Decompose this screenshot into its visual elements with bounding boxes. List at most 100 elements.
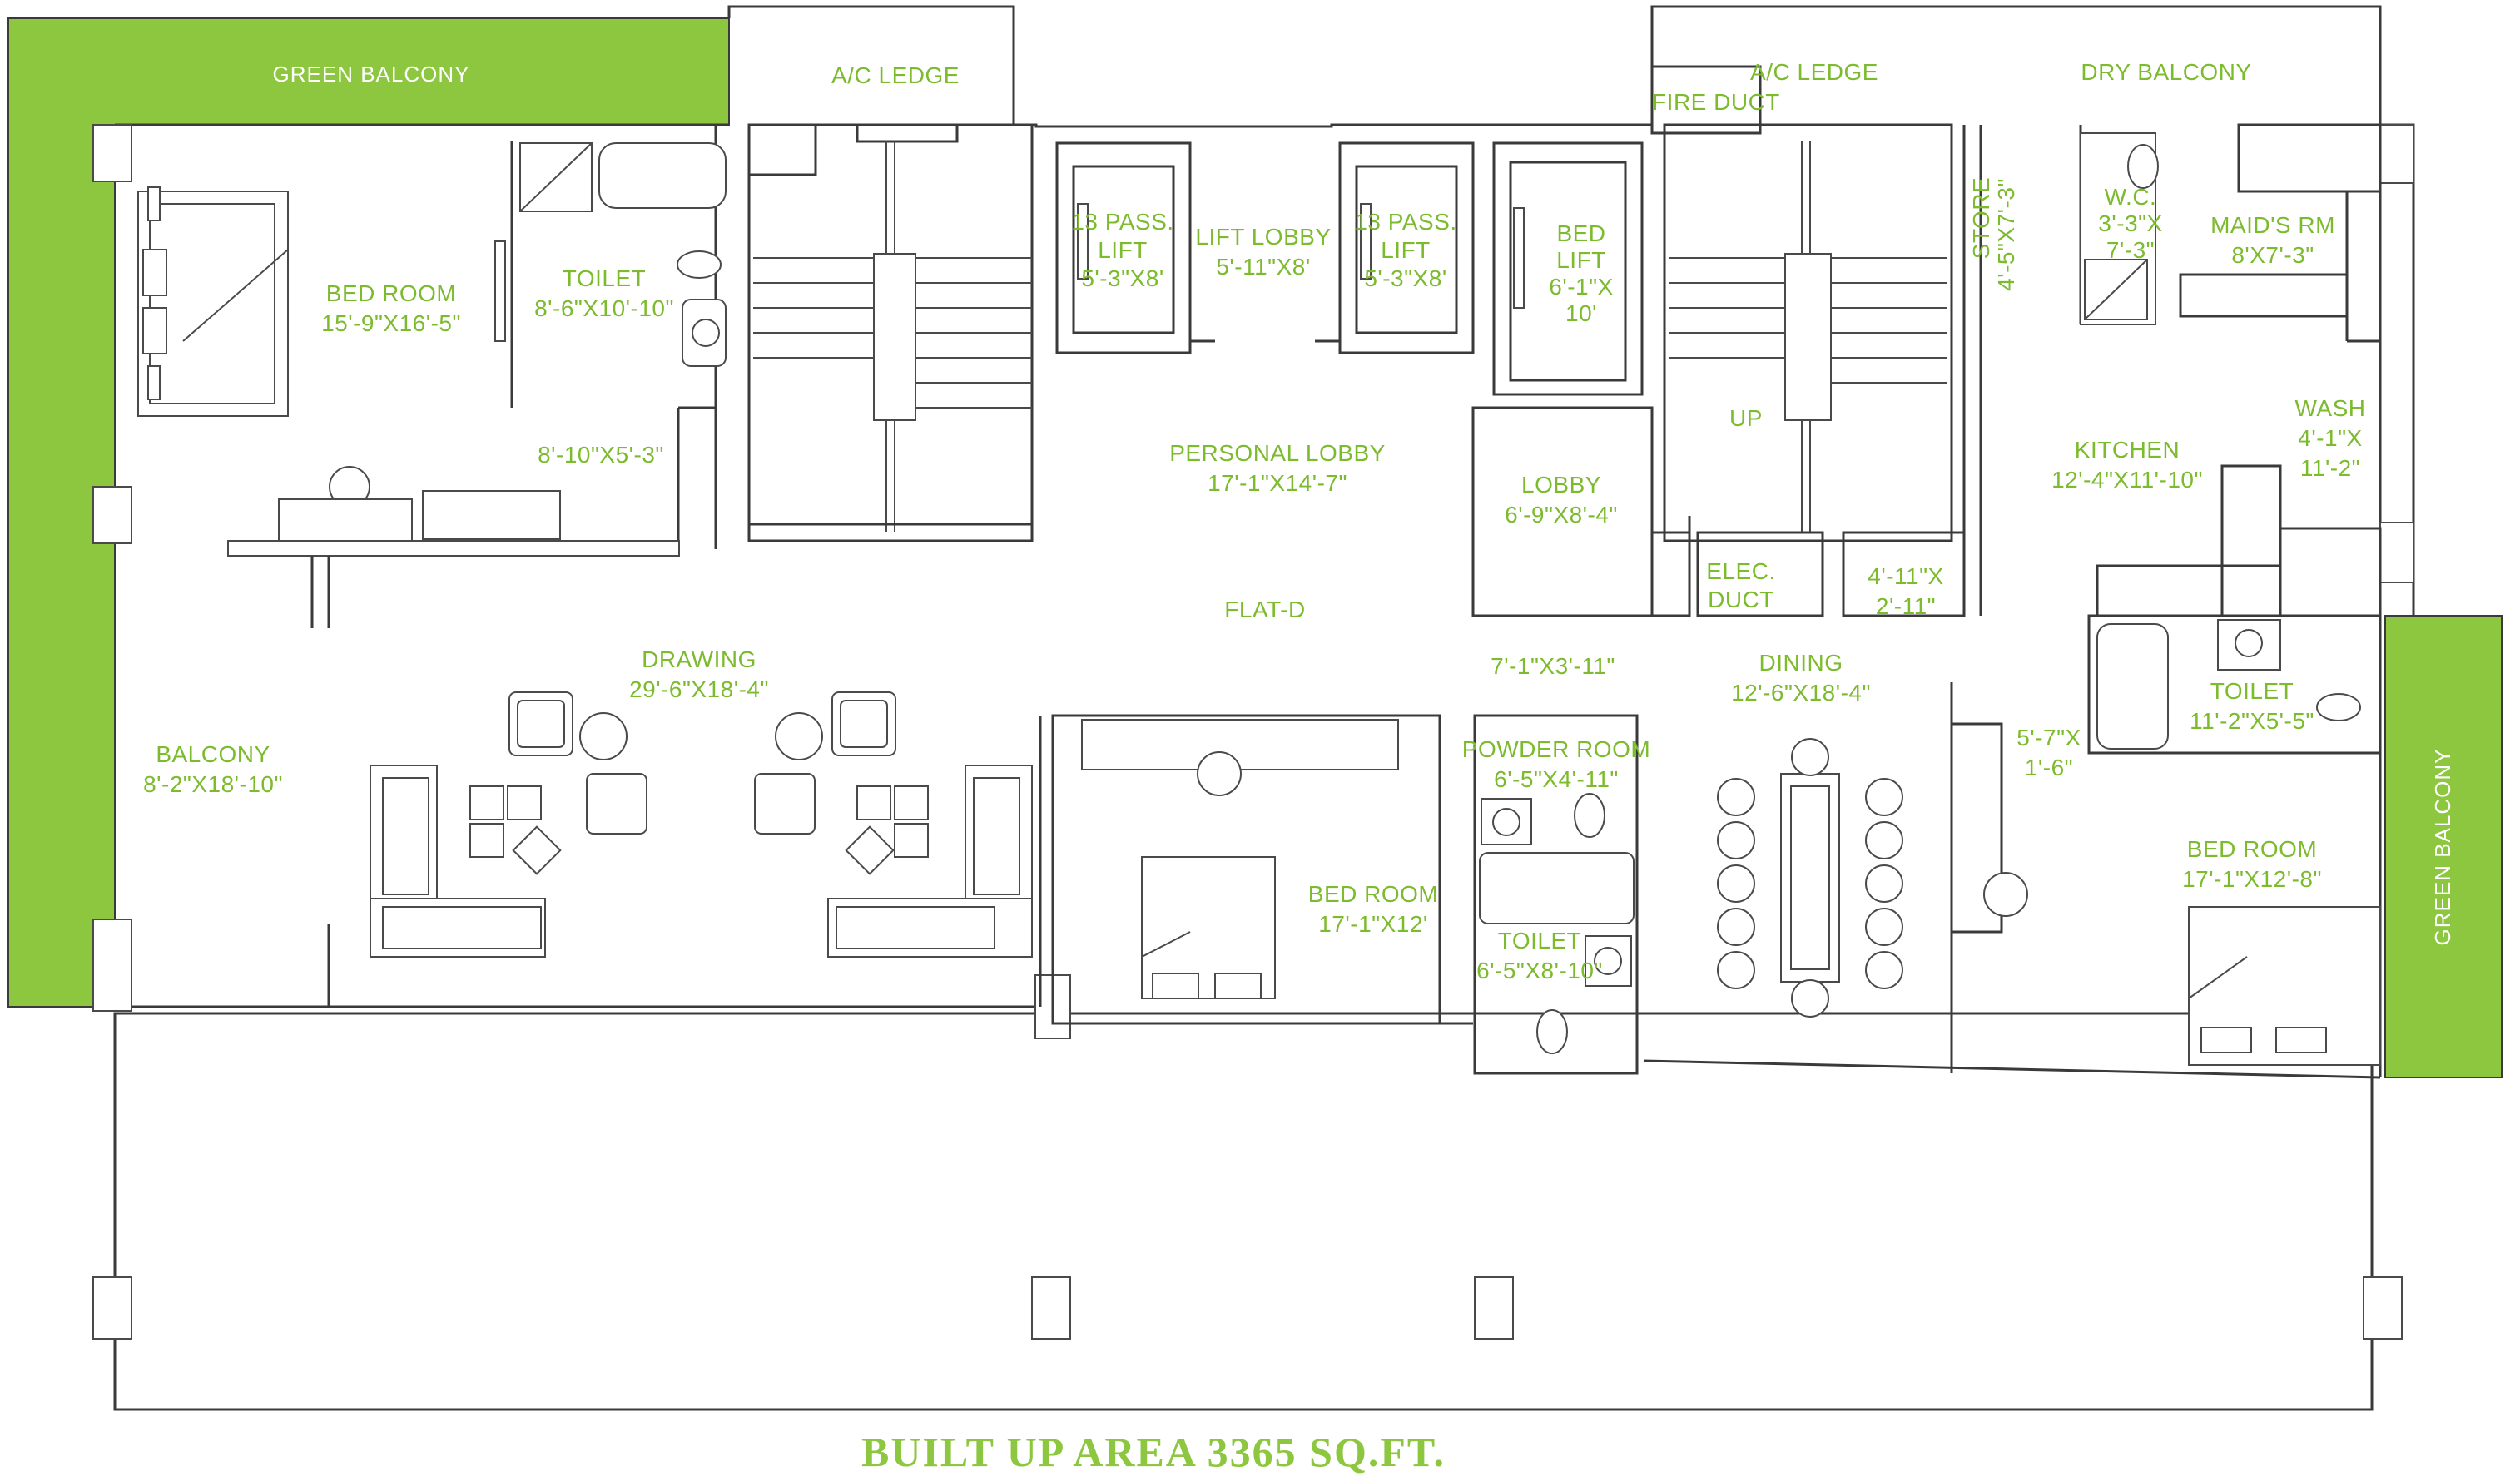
column [2379,522,2414,583]
chair-icon [1197,751,1242,796]
column [92,124,132,182]
outer-wall [727,5,2415,616]
wc-icon [677,250,722,279]
green-balcony-top-label: GREEN BALCONY [273,62,470,87]
wc-icon [1536,1009,1568,1054]
ac-ledge-right-label: A/C LEDGE [1750,59,1878,85]
lift-lobby-name: LIFT LOBBY [1195,224,1331,250]
bedroom-3-size: 17'-1"X12'-8" [2182,866,2322,892]
maid-room-size: 8'X7'-3" [2231,242,2314,268]
column [1031,1276,1071,1340]
elec-duct [1696,531,1824,617]
personal-lobby-name: PERSONAL LOBBY [1169,440,1386,466]
kitchen-name: KITCHEN [2075,437,2180,463]
armchair-icon [754,773,816,835]
kitchen-counter [2096,564,2282,617]
bed-lift-shaft [1492,141,1644,396]
lift-1-line-2: LIFT [1098,237,1148,263]
toilet-1-size: 8'-6"X10'-10" [534,295,674,321]
sofa-left [370,765,546,958]
drawing-size: 29'-6"X18'-4" [629,676,769,702]
toilet-3-size: 11'-2"X5'-5" [2190,708,2314,734]
maid-bed [2237,123,2382,193]
powder-room-name: POWDER ROOM [1462,736,1650,762]
lift-2-line-2: LIFT [1381,237,1431,263]
personal-lobby-size: 17'-1"X14'-7" [1208,470,1347,496]
drawing-name: DRAWING [642,646,756,672]
toilet-3-name: TOILET [2210,678,2294,704]
lobby-size: 6'-9"X8'-4" [1505,502,1618,528]
bathtub [2096,623,2169,750]
dry-balcony-label: DRY BALCONY [2081,59,2251,85]
toilet-2-size: 6'-5"X8'-10" [1476,958,1603,983]
chair-icon [1983,872,2028,917]
lift-1-line-3: 5'-3"X8' [1081,265,1163,291]
lift-shaft-2 [1338,141,1475,354]
elec-duct-line-2: DUCT [1708,587,1774,612]
terrace-outline [113,1012,2374,1411]
powder-toilet-block [1473,714,1639,1075]
wash-line-2: 4'-1"X [2298,425,2362,451]
closet-line-1: 5'-7"X [2016,725,2081,750]
lift-lobby-size: 5'-11"X8' [1216,254,1310,280]
lift-shaft-1 [1055,141,1192,354]
bathtub [598,142,727,209]
elec-duct-line-1: ELEC. [1706,558,1775,584]
built-up-area-title: BUILT UP AREA 3365 SQ.FT. [861,1429,1446,1475]
column [2363,1276,2403,1340]
dining-chairs [1717,738,1903,1018]
kitchen-size: 12'-4"X11'-10" [2051,467,2203,493]
stair-treads [1669,141,1947,532]
wardrobe-icon [1081,719,1399,770]
green-balcony-right-label: GREEN BALCONY [2430,749,2455,946]
bedroom-2-name: BED ROOM [1308,881,1438,907]
wash-line-1: WASH [2295,395,2366,421]
bed-lift-line-4: 10' [1565,300,1597,326]
column [92,486,132,544]
partition [227,540,680,557]
armchair-icon [586,773,647,835]
bedroom-1-size: 15'-9"X16'-5" [321,310,461,336]
balcony-size: 8'-2"X18'-10" [143,771,283,797]
ac-ledge-left-label: A/C LEDGE [831,62,960,88]
bedroom-1-name: BED ROOM [326,280,456,306]
desk-icon [422,490,561,540]
dresser-icon [278,498,413,542]
shaft-line-1: 4'-11"X [1868,563,1943,589]
lift-1-line-1: 13 PASS. [1071,209,1173,235]
column [92,919,132,1012]
staircase-right [1663,123,1953,542]
wc-icon [2316,693,2361,721]
sofa-right [827,765,1033,958]
side-table-icon [775,712,823,760]
wc-line-1: W.C. [2105,184,2157,210]
door [494,240,506,342]
toilet-2-name: TOILET [1498,928,1582,953]
bed-lift-line-1: BED [1556,220,1605,246]
lift-2-line-1: 13 PASS. [1354,209,1456,235]
side-table-icon [579,712,628,760]
lift-2-line-3: 5'-3"X8' [1364,265,1446,291]
dining-name: DINING [1759,650,1843,676]
wc-icon [1574,793,1605,838]
closet-line-2: 1'-6" [2025,755,2073,780]
fire-duct [1650,65,1762,135]
wc-line-3: 7'-3" [2106,237,2155,263]
bedroom-2-size: 17'-1"X12' [1318,911,1428,937]
wc-line-2: 3'-3"X [2098,211,2162,236]
shaft-line-2: 2'-11" [1876,593,1936,619]
balcony-name: BALCONY [156,741,270,767]
wc-icon [2127,144,2159,189]
dress-size: 8'-10"X5'-3" [538,442,664,468]
bed-lift-line-3: 6'-1"X [1549,274,1613,300]
bathtub [1479,852,1635,924]
maid-room-name: MAID'S RM [2210,212,2335,238]
green-balcony-right [2384,615,2503,1078]
store-label: STORE [1968,177,1994,259]
dining-size: 12'-6"X18'-4" [1731,680,1871,706]
lobby-room [1471,406,1654,617]
passage-size: 7'-1"X3'-11" [1491,653,1615,679]
bed-lift-line-2: LIFT [1556,247,1606,273]
column [92,1276,132,1340]
